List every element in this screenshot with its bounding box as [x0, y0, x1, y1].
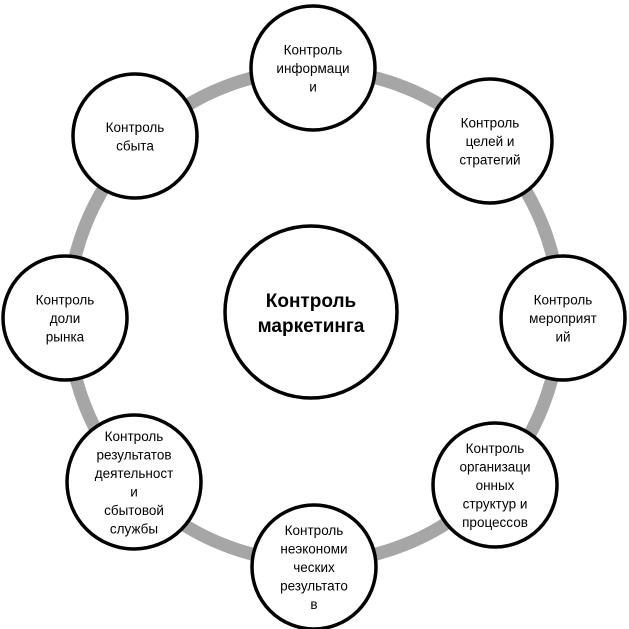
- node-sales-service-results-circle: [65, 413, 203, 551]
- node-sales: Контроль сбыта: [71, 72, 199, 200]
- node-events-circle: [499, 254, 627, 382]
- node-org-structures-label-line-5: процессов: [462, 515, 528, 530]
- center-node-label-line-2: маркетинга: [258, 316, 365, 337]
- node-sales-service-results-label-line-4: и: [130, 484, 138, 499]
- node-non-economic-results-label-line-1: Контроль: [285, 523, 344, 538]
- node-goals-strategies-circle: [426, 77, 554, 205]
- node-information-label-line-1: Контроль: [284, 43, 343, 58]
- center-node-label-line-1: Контроль: [266, 291, 356, 312]
- node-goals-strategies-label-line-1: Контроль: [461, 116, 520, 131]
- node-goals-strategies-label-line-3: стратегий: [459, 153, 520, 168]
- node-sales-service-results-label-line-5: сбытовой: [104, 503, 164, 518]
- node-sales-circle: [71, 72, 199, 200]
- node-events-label-line-3: ий: [555, 330, 570, 345]
- node-non-economic-results-label-line-2: неэкономи: [280, 542, 347, 557]
- node-sales-label-line-2: сбыта: [116, 138, 154, 153]
- node-goals-strategies-label-line-2: целей и: [466, 134, 515, 149]
- node-org-structures-label-line-3: онных: [476, 478, 515, 493]
- node-events: Контроль мероприят ий: [499, 254, 627, 382]
- node-org-structures-label-line-1: Контроль: [466, 441, 525, 456]
- node-non-economic-results: Контроль неэкономи ческих результато в: [250, 503, 378, 629]
- node-non-economic-results-circle: [250, 503, 378, 629]
- node-sales-service-results: Контроль результатов деятельност и сбытовой с…: [65, 413, 203, 551]
- node-events-label-line-1: Контроль: [534, 293, 593, 308]
- node-information: Контроль информаци и: [249, 4, 377, 132]
- node-org-structures-label-line-2: организаци: [459, 460, 530, 475]
- node-sales-service-results-label-line-2: результатов: [96, 447, 171, 462]
- node-market-share-label-line-1: Контроль: [36, 293, 95, 308]
- node-market-share-label-line-3: рынка: [46, 330, 85, 345]
- node-goals-strategies: Контроль целей и стратегий: [426, 77, 554, 205]
- node-sales-service-results-label-line-3: деятельност: [95, 466, 174, 481]
- node-information-label-line-3: и: [309, 80, 317, 95]
- node-market-share: Контроль доли рынка: [1, 254, 129, 382]
- node-sales-service-results-label-line-6: службы: [110, 521, 158, 536]
- node-org-structures-circle: [431, 421, 559, 549]
- center-node: Контроль маркетинга: [223, 224, 399, 400]
- node-events-label-line-2: мероприят: [529, 311, 597, 326]
- node-non-economic-results-label-line-5: в: [310, 597, 317, 612]
- node-sales-service-results-label-line-1: Контроль: [105, 429, 164, 444]
- node-sales-label-line-1: Контроль: [106, 120, 165, 135]
- node-information-label-line-2: информаци: [276, 61, 349, 76]
- center-node-circle: [223, 224, 399, 400]
- node-non-economic-results-label-line-3: ческих: [293, 560, 335, 575]
- node-market-share-label-line-2: доли: [50, 311, 81, 326]
- node-information-circle: [249, 4, 377, 132]
- node-market-share-circle: [1, 254, 129, 382]
- node-org-structures: Контроль организаци онных структур и процесс…: [431, 421, 559, 549]
- node-org-structures-label-line-4: структур и: [463, 497, 528, 512]
- node-non-economic-results-label-line-4: результато: [280, 579, 348, 594]
